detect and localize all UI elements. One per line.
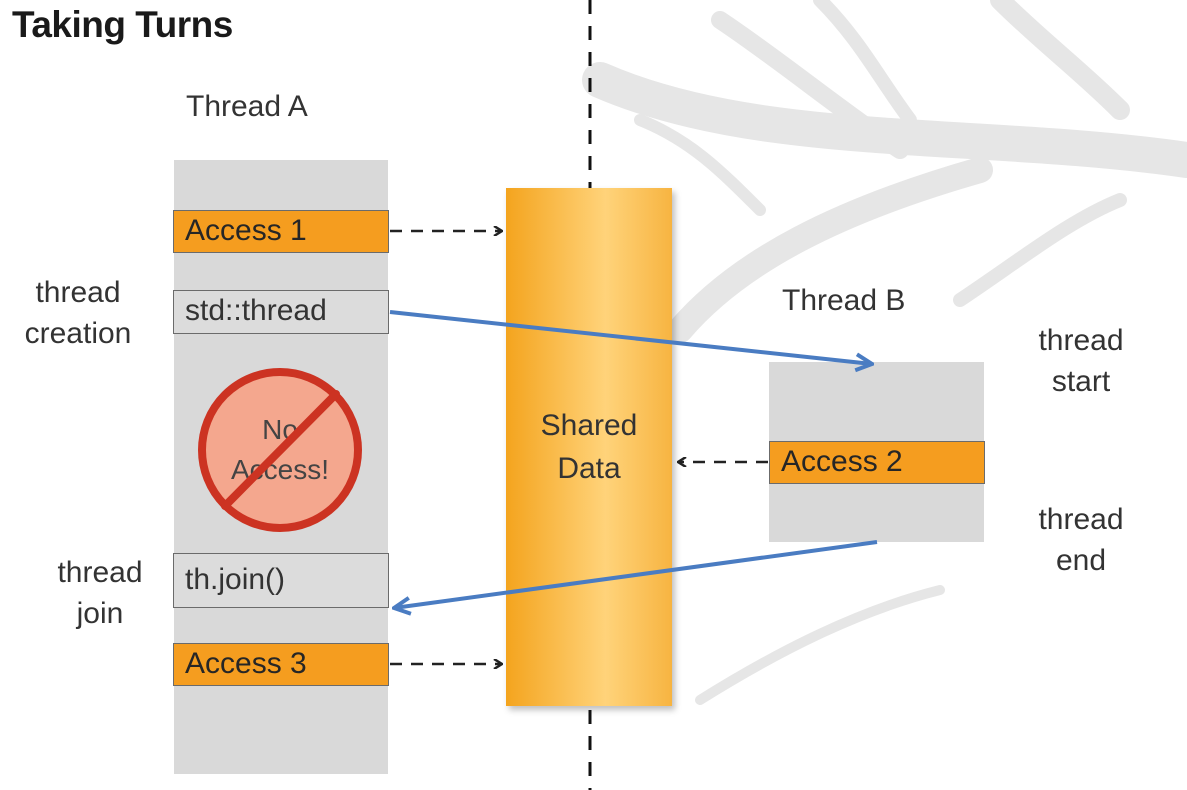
thread-creation-line-2: creation xyxy=(24,317,132,350)
thread-creation-label: thread creation xyxy=(16,272,140,354)
thread-b-label: Thread B xyxy=(782,284,906,317)
thread-creation-line-1: thread xyxy=(35,276,121,309)
join-box: th.join() xyxy=(173,553,389,608)
thread-join-line-2: join xyxy=(76,597,124,630)
slide-title: Taking Turns xyxy=(12,4,233,45)
no-access-line-2: Access! xyxy=(230,454,330,485)
thread-start-label: thread start xyxy=(1018,320,1144,402)
access-2-box: Access 2 xyxy=(769,441,985,484)
thread-start-line-1: thread xyxy=(1038,324,1124,357)
no-access-line-1: No xyxy=(262,414,298,445)
thread-join-label: thread join xyxy=(40,552,160,634)
shared-data-label: Shared Data xyxy=(506,404,672,490)
thread-end-line-2: end xyxy=(1055,544,1107,577)
shared-data-line-1: Shared xyxy=(540,409,638,442)
shared-data-block xyxy=(506,188,672,706)
thread-start-line-2: start xyxy=(1051,365,1111,398)
access-3-box: Access 3 xyxy=(173,643,389,686)
thread-join-line-1: thread xyxy=(57,556,143,589)
thread-end-line-1: thread xyxy=(1038,503,1124,536)
access-1-box: Access 1 xyxy=(173,210,389,253)
no-access-label: No Access! xyxy=(198,410,362,490)
std-thread-box: std::thread xyxy=(173,290,389,334)
thread-a-label: Thread A xyxy=(186,90,308,123)
shared-data-line-2: Data xyxy=(557,452,621,485)
thread-end-label: thread end xyxy=(1018,499,1144,581)
